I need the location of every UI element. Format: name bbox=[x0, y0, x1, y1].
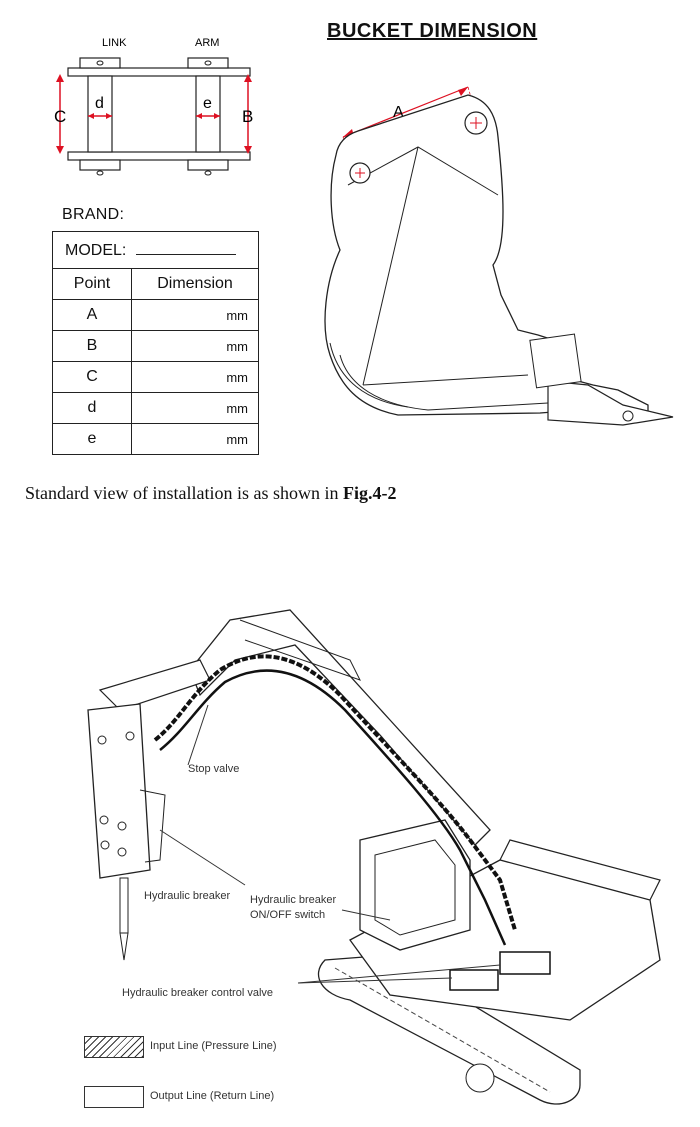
table-row: e mm bbox=[52, 423, 259, 455]
caption: Standard view of installation is as show… bbox=[25, 483, 396, 504]
e-label: e bbox=[203, 95, 212, 112]
switch-label-line1: Hydraulic breaker bbox=[250, 894, 337, 906]
table-row: A mm bbox=[52, 299, 259, 331]
a-label: A bbox=[393, 104, 404, 121]
output-line-swatch bbox=[84, 1086, 144, 1108]
point-cell: e bbox=[52, 423, 132, 455]
model-blank[interactable] bbox=[136, 240, 237, 255]
dimension-cell[interactable]: mm bbox=[131, 361, 259, 393]
table-row: d mm bbox=[52, 392, 259, 424]
stop-valve-label: Stop valve bbox=[188, 763, 239, 775]
d-label: d bbox=[95, 95, 104, 112]
dimension-cell[interactable]: mm bbox=[131, 330, 259, 362]
link-label: LINK bbox=[102, 37, 127, 49]
c-label: C bbox=[54, 107, 66, 126]
input-line-label: Input Line (Pressure Line) bbox=[150, 1040, 277, 1052]
page-title: BUCKET DIMENSION bbox=[327, 20, 538, 42]
col-dimension-header: Dimension bbox=[131, 268, 259, 300]
point-cell: C bbox=[52, 361, 132, 393]
table-row: B mm bbox=[52, 330, 259, 362]
table-row: C mm bbox=[52, 361, 259, 393]
hydraulic-breaker-label: Hydraulic breaker bbox=[144, 890, 231, 902]
model-row: MODEL: bbox=[52, 231, 259, 269]
model-label: MODEL: bbox=[65, 242, 127, 259]
bucket-drawing: A bbox=[324, 86, 674, 426]
excavator-drawing: Stop valve Hydraulic breaker Hydraulic b… bbox=[87, 609, 661, 1105]
dimension-cell[interactable]: mm bbox=[131, 392, 259, 424]
control-valve-label: Hydraulic breaker control valve bbox=[122, 987, 273, 999]
switch-label-line2: ON/OFF switch bbox=[250, 909, 325, 921]
b-label: B bbox=[242, 107, 253, 126]
caption-text: Standard view of installation is as show… bbox=[25, 483, 343, 503]
point-cell: B bbox=[52, 330, 132, 362]
point-cell: A bbox=[52, 299, 132, 331]
col-point-header: Point bbox=[52, 268, 132, 300]
input-line-swatch bbox=[84, 1036, 144, 1058]
point-cell: d bbox=[52, 392, 132, 424]
dimension-cell[interactable]: mm bbox=[131, 299, 259, 331]
pin-diagram: LINK ARM C B d e bbox=[54, 37, 253, 176]
output-line-label: Output Line (Return Line) bbox=[150, 1090, 275, 1102]
brand-label: BRAND: bbox=[62, 206, 125, 223]
dimension-cell[interactable]: mm bbox=[131, 423, 259, 455]
dimension-table: MODEL: Point Dimension A mm B mm C mm d … bbox=[52, 231, 259, 455]
figure-reference: Fig.4-2 bbox=[342, 483, 397, 503]
arm-label: ARM bbox=[195, 37, 219, 49]
